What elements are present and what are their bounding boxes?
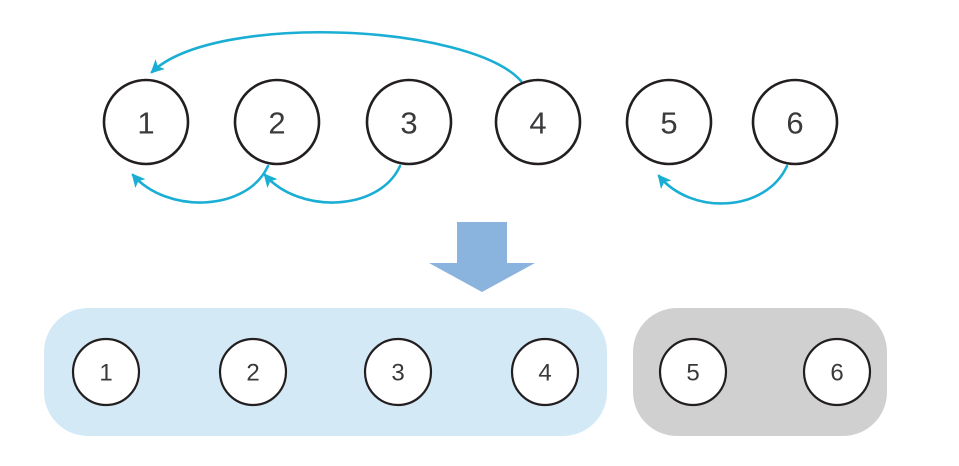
group-blue-box	[44, 308, 607, 436]
grouped-node-5[interactable]: 5	[658, 337, 728, 407]
node-circle	[510, 337, 580, 407]
input-node-sequence: 1 2 3 4 5 6	[102, 78, 839, 166]
top-node-2[interactable]: 2	[233, 78, 321, 166]
node-label: 1	[99, 360, 112, 387]
node-label: 2	[246, 360, 259, 387]
node-label: 6	[830, 360, 843, 387]
node-circle	[751, 78, 839, 166]
node-circle	[102, 78, 190, 166]
top-node-5[interactable]: 5	[625, 78, 713, 166]
node-circle	[802, 337, 872, 407]
top-node-3[interactable]: 3	[365, 78, 453, 166]
node-label: 4	[538, 360, 551, 387]
node-label: 2	[268, 106, 285, 141]
node-label: 3	[391, 360, 404, 387]
grouped-node-4[interactable]: 4	[510, 337, 580, 407]
node-label: 3	[400, 106, 417, 141]
top-node-6[interactable]: 6	[751, 78, 839, 166]
arc-6-to-5	[657, 164, 789, 205]
node-label: 5	[686, 360, 699, 387]
node-circle	[218, 337, 288, 407]
node-circle	[625, 78, 713, 166]
node-label: 4	[529, 106, 546, 141]
top-node-4[interactable]: 4	[494, 78, 582, 166]
downward-transform-arrow	[429, 222, 535, 292]
node-circle	[233, 78, 321, 166]
grouped-node-6[interactable]: 6	[802, 337, 872, 407]
node-label: 5	[660, 106, 677, 141]
node-label: 1	[137, 106, 154, 141]
node-label: 6	[786, 106, 803, 141]
node-circle	[658, 337, 728, 407]
group-blue-nodes: 1 2 3 4	[71, 337, 580, 407]
node-circle	[71, 337, 141, 407]
grouped-node-2[interactable]: 2	[218, 337, 288, 407]
group-gray-nodes: 5 6	[658, 337, 872, 407]
arc-2-to-1	[131, 164, 270, 204]
dependency-arcs-layer	[131, 31, 789, 205]
arc-3-to-2	[263, 164, 402, 204]
top-node-1[interactable]: 1	[102, 78, 190, 166]
group-boxes-layer	[44, 308, 887, 436]
arc-4-to-1	[150, 31, 523, 83]
node-circle	[494, 78, 582, 166]
node-circle	[363, 337, 433, 407]
grouped-node-3[interactable]: 3	[363, 337, 433, 407]
node-circle	[365, 78, 453, 166]
grouped-node-1[interactable]: 1	[71, 337, 141, 407]
